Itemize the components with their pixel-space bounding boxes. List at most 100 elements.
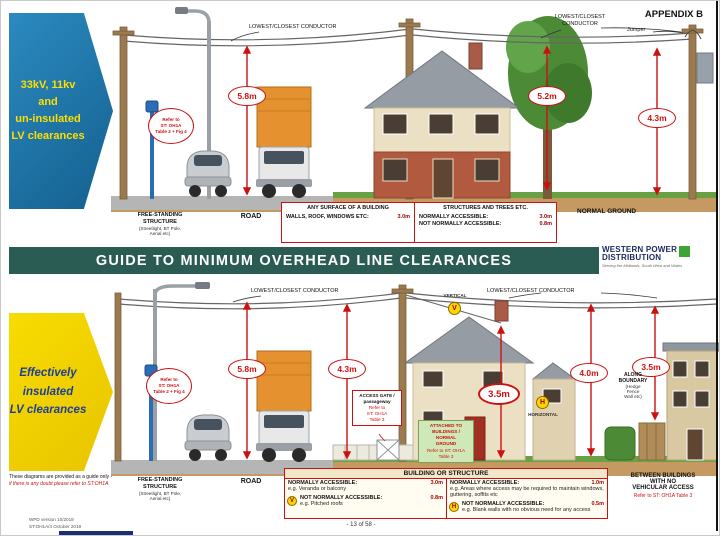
between-buildings-callout: BETWEEN BUILDINGS WITH NO VEHICULAR ACCE… [609,473,717,499]
guide-note-black: These diagrams are provided as a guide o… [9,474,113,480]
table-cell-value: 1.0m [591,480,604,486]
table-header: BUILDING OR STRUCTURE [285,469,607,479]
along-boundary-sub: (Hedge Fence Wall etc) [624,384,642,399]
access-gate-text: ACCESS GATE / passageway [359,393,395,404]
along-boundary-callout: ALONG BOUNDARY (Hedge Fence Wall etc) [605,372,661,399]
table-cell-value: 3.0m [539,214,552,220]
logo-tagline: Serving the Midlands, South West and Wal… [602,262,683,268]
table-row: NORMALLY ACCESSIBLE: 3.0m e.g. Veranda o… [287,480,444,493]
conductor-label: LOWEST/CLOSEST CONDUCTOR [251,288,339,294]
clearance-value-ground: 4.3m [638,108,676,128]
utility-poles [114,284,414,462]
guide-note: These diagrams are provided as a guide o… [9,474,113,488]
garage-wall [531,362,577,461]
jumper-label: Jumper [627,27,646,33]
table-cell-label: NOT NORMALLY ACCESSIBLE: [300,495,383,501]
jumper-wire [684,30,702,40]
guide-note-red: if there is any doubt please refer to ST… [9,480,109,487]
free-standing-structure-sub: (Streetlight, BT Pole, Aerial etc) [138,226,182,236]
attached-to-buildings-callout: ATTACHED TO BUILDINGS / NORMAL GROUND Re… [418,420,474,463]
between-buildings-ref: Refer to ST: OH1A Table 3 [633,493,693,499]
page-number: - 13 of 58 - [346,522,376,528]
clearance-value-road: 5.8m [228,359,266,379]
clearance-value-boundary: 4.0m [570,363,608,383]
free-standing-structure-label: FREE-STANDING STRUCTURE [137,477,183,490]
table-column-vertical: NORMALLY ACCESSIBLE: 3.0m e.g. Veranda o… [285,479,446,518]
footer-doc-ref: ST:OH1A/4 October 2019 [29,524,82,529]
logo-line1: WESTERN POWER [602,245,678,254]
lamp-post [145,100,159,199]
conductor-label: LOWEST/CLOSEST CONDUCTOR [249,24,337,30]
table-cell-value: 0.5m [591,501,604,507]
table-cell-label: NORMALLY ACCESSIBLE: [450,480,520,486]
normal-ground-label: NORMAL GROUND [577,208,637,215]
attached-text: ATTACHED TO BUILDINGS / NORMAL GROUND [429,423,463,446]
table-cell-example: e.g. Pitched roofs [300,501,343,507]
horizontal-label: HORIZONTAL [528,412,558,417]
table-row: NORMALLY ACCESSIBLE: 1.0m e.g. Areas whe… [449,480,605,499]
table-cell-value: 3.0m [430,480,443,486]
free-standing-structure-sub: (Streetlight, BT Pole, Aerial etc) [138,491,182,501]
table-column-building: ANY SURFACE OF A BUILDING WALLS, ROOF, W… [282,203,414,242]
access-gate-callout: ACCESS GATE / passageway Refer to ST: OH… [352,390,402,426]
table-row: NORMALLY ACCESSIBLE: 3.0m [417,214,554,220]
road-label: ROAD [240,478,262,485]
clearance-value-trees: 5.2m [528,86,566,106]
table-cell-example: e.g. Areas where access may be required … [450,486,604,498]
table-column-structures: STRUCTURES AND TREES ETC. NORMALLY ACCES… [414,203,556,242]
table-header: ANY SURFACE OF A BUILDING [307,205,389,211]
table-cell-value: 3.0m [397,214,411,220]
table-cell-label: WALLS, ROOF, WINDOWS ETC: [286,214,369,220]
clearance-value-gate: 4.3m [328,359,366,379]
free-standing-structure-label: FREE-STANDING STRUCTURE [137,212,183,225]
conductor-label: LOWEST/CLOSEST CONDUCTOR [487,288,575,294]
transformer [696,52,714,84]
clearance-arrows [242,301,660,460]
refer-note-oval: Refer to ST: OH1A Table 2 + Fig 4 [146,368,192,404]
right-building [662,342,719,461]
right-edge-line [716,1,718,531]
conductor-label: LOWEST/CLOSEST CONDUCTOR [554,14,606,27]
overhead-conductors [118,292,718,324]
building-structure-table: BUILDING OR STRUCTURE NORMALLY ACCESSIBL… [284,468,608,519]
access-gate-ref: Refer to ST: OH1A Table 3 [366,404,388,422]
attached-ref: Refer to ST: OH1A Table 3 [426,447,466,459]
label-pointers [232,292,658,442]
table-cell-label: NOT NORMALLY ACCESSIBLE: [462,501,545,507]
voltage-class-text: 33kV, 11kv and un-insulated LV clearance… [11,78,85,143]
label-pointers [230,27,684,42]
logo-line2: DISTRIBUTION [602,253,662,263]
table-header: STRUCTURES AND TREES ETC. [443,205,528,211]
page-title: GUIDE TO MINIMUM OVERHEAD LINE CLEARANCE… [9,247,599,274]
clearance-value-between: 3.5m [632,357,670,377]
truck [256,350,312,462]
clearance-value-attached: 3.5m [478,383,520,405]
table-row: V NOT NORMALLY ACCESSIBLE: 0.8m e.g. Pit… [287,495,444,508]
table-cell-label: NORMALLY ACCESSIBLE: [419,214,489,220]
top-scene-graphic [111,7,717,212]
along-boundary-text: ALONG BOUNDARY [618,372,648,384]
voltage-class-text: Effectively insulated LV clearances [9,367,87,417]
table-row: WALLS, ROOF, WINDOWS ETC: 3.0m [284,214,412,220]
overhead-conductors [123,28,694,47]
streetlight [175,7,211,199]
table-row: NOT NORMALLY ACCESSIBLE: 0.8m [417,221,554,227]
logo-mark-icon [679,246,691,257]
between-buildings-text: BETWEEN BUILDINGS WITH NO VEHICULAR ACCE… [630,473,696,491]
table-row: H NOT NORMALLY ACCESSIBLE: 0.5m e.g. Bla… [449,501,605,514]
vertical-symbol: V [448,302,461,315]
table-cell-value: 0.8m [539,221,552,227]
footer-version: WPD version 10/2019 [29,517,74,522]
table-cell-value: 0.8m [430,495,443,501]
house [363,42,521,199]
car [184,150,232,197]
road-label: ROAD [240,213,262,220]
table-cell-label: NORMALLY ACCESSIBLE: [288,480,358,486]
table-cell-label: NOT NORMALLY ACCESSIBLE: [419,221,502,227]
bottom-bar [59,531,133,535]
table-column-horizontal: NORMALLY ACCESSIBLE: 1.0m e.g. Areas whe… [446,479,607,518]
appendix-label: APPENDIX B [644,9,703,20]
horizontal-symbol: H [449,502,459,512]
horizontal-symbol: H [536,396,549,409]
